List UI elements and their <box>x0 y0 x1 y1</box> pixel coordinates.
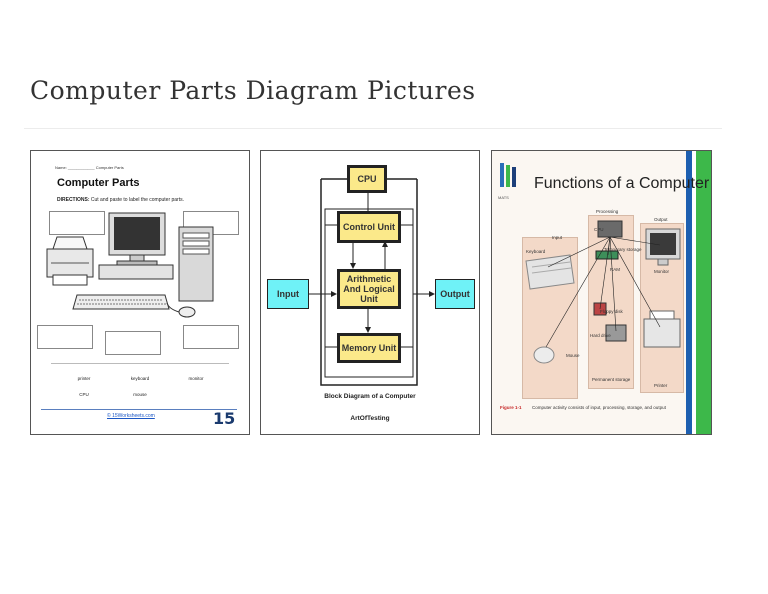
word-bank: printer keyboard monitor CPU mouse <box>51 363 229 400</box>
label-floppy-disk: Floppy disk <box>600 309 623 314</box>
computer-parts-illustration <box>39 209 239 329</box>
label-output: Output <box>654 217 668 222</box>
figure-label: Figure 1-1 <box>500 405 522 410</box>
label-printer: Printer <box>654 383 667 388</box>
desktop-base <box>99 265 173 279</box>
word-mouse: mouse <box>125 392 155 397</box>
thumbnail-worksheet[interactable]: Name: ____________ Computer Parts Comput… <box>30 150 250 435</box>
cpu-tower-icon <box>179 227 213 301</box>
thumbnail-functions-slide[interactable]: MATS Functions of a Computer <box>491 150 712 435</box>
worksheet-heading: Computer Parts <box>57 177 140 189</box>
worksheet-name-line: Name: ____________ Computer Parts <box>55 165 124 170</box>
label-cpu: CPU <box>594 227 604 232</box>
directions-label: DIRECTIONS: <box>57 197 90 203</box>
word-cpu: CPU <box>69 392 99 397</box>
thumbnail-block-diagram[interactable]: CPU Control Unit Arithmetic And Logical … <box>260 150 480 435</box>
directions-text: Cut and paste to label the computer part… <box>91 197 184 203</box>
worksheet-logo: 15 <box>213 409 235 428</box>
label-mouse: Mouse <box>566 353 580 358</box>
footer-rule <box>41 409 237 410</box>
monitor-icon <box>646 229 680 265</box>
label-hard-drive: Hard drive <box>590 333 611 338</box>
label-temporary-storage: Temporary storage <box>604 247 642 252</box>
alu-line-1: Arithmetic <box>347 274 392 284</box>
figure-caption: Computer activity consists of input, pro… <box>532 405 666 410</box>
worksheet-directions: DIRECTIONS: Cut and paste to label the c… <box>57 197 184 203</box>
label-processing: Processing <box>596 209 618 214</box>
slide-title: Functions of a Computer <box>534 175 709 193</box>
page-title: Computer Parts Diagram Pictures <box>30 76 476 105</box>
keyboard-icon <box>526 255 574 289</box>
output-block: Output <box>435 279 475 309</box>
monitor-icon <box>109 213 165 265</box>
label-monitor: Monitor <box>654 269 669 274</box>
label-box <box>105 331 161 355</box>
diagram-credit: ArtOfTesting <box>261 415 479 422</box>
input-block: Input <box>267 279 309 309</box>
label-ram: RAM <box>610 267 620 272</box>
mouse-icon <box>179 307 195 317</box>
publisher-logo-icon <box>498 161 520 195</box>
word-printer: printer <box>69 376 99 381</box>
alu-line-2: And Logical Unit <box>340 284 398 304</box>
memory-unit-block: Memory Unit <box>337 333 401 363</box>
label-permanent-storage: Permanent storage <box>592 377 630 382</box>
worksheet-footer-link[interactable]: © 15Worksheets.com <box>107 413 155 419</box>
control-unit-block: Control Unit <box>337 211 401 243</box>
label-input: Input <box>552 235 562 240</box>
printer-icon <box>47 237 93 285</box>
label-keyboard: Keyboard <box>526 249 545 254</box>
cpu-block: CPU <box>347 165 387 193</box>
alu-block: Arithmetic And Logical Unit <box>337 269 401 309</box>
title-divider <box>24 128 722 129</box>
word-monitor: monitor <box>181 376 211 381</box>
mouse-icon <box>534 347 554 363</box>
diagram-caption: Block Diagram of a Computer <box>261 393 479 400</box>
keyboard-icon <box>73 295 169 309</box>
functions-illustration <box>522 215 687 395</box>
printer-icon <box>644 311 680 347</box>
publisher-logo-text: MATS <box>498 195 509 200</box>
stripe-green <box>696 151 711 434</box>
word-keyboard: keyboard <box>125 376 155 381</box>
